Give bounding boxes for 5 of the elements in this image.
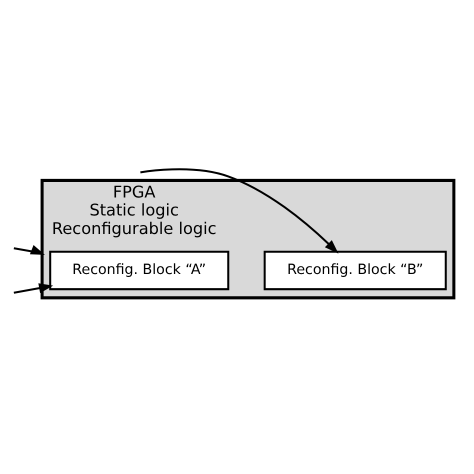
arrow <box>140 168 338 254</box>
arrow <box>13 282 53 294</box>
arrow <box>13 244 44 254</box>
node-box: Reconfig. Block “B” <box>263 250 446 290</box>
node-box: Reconfig. Block “A” <box>48 250 229 290</box>
